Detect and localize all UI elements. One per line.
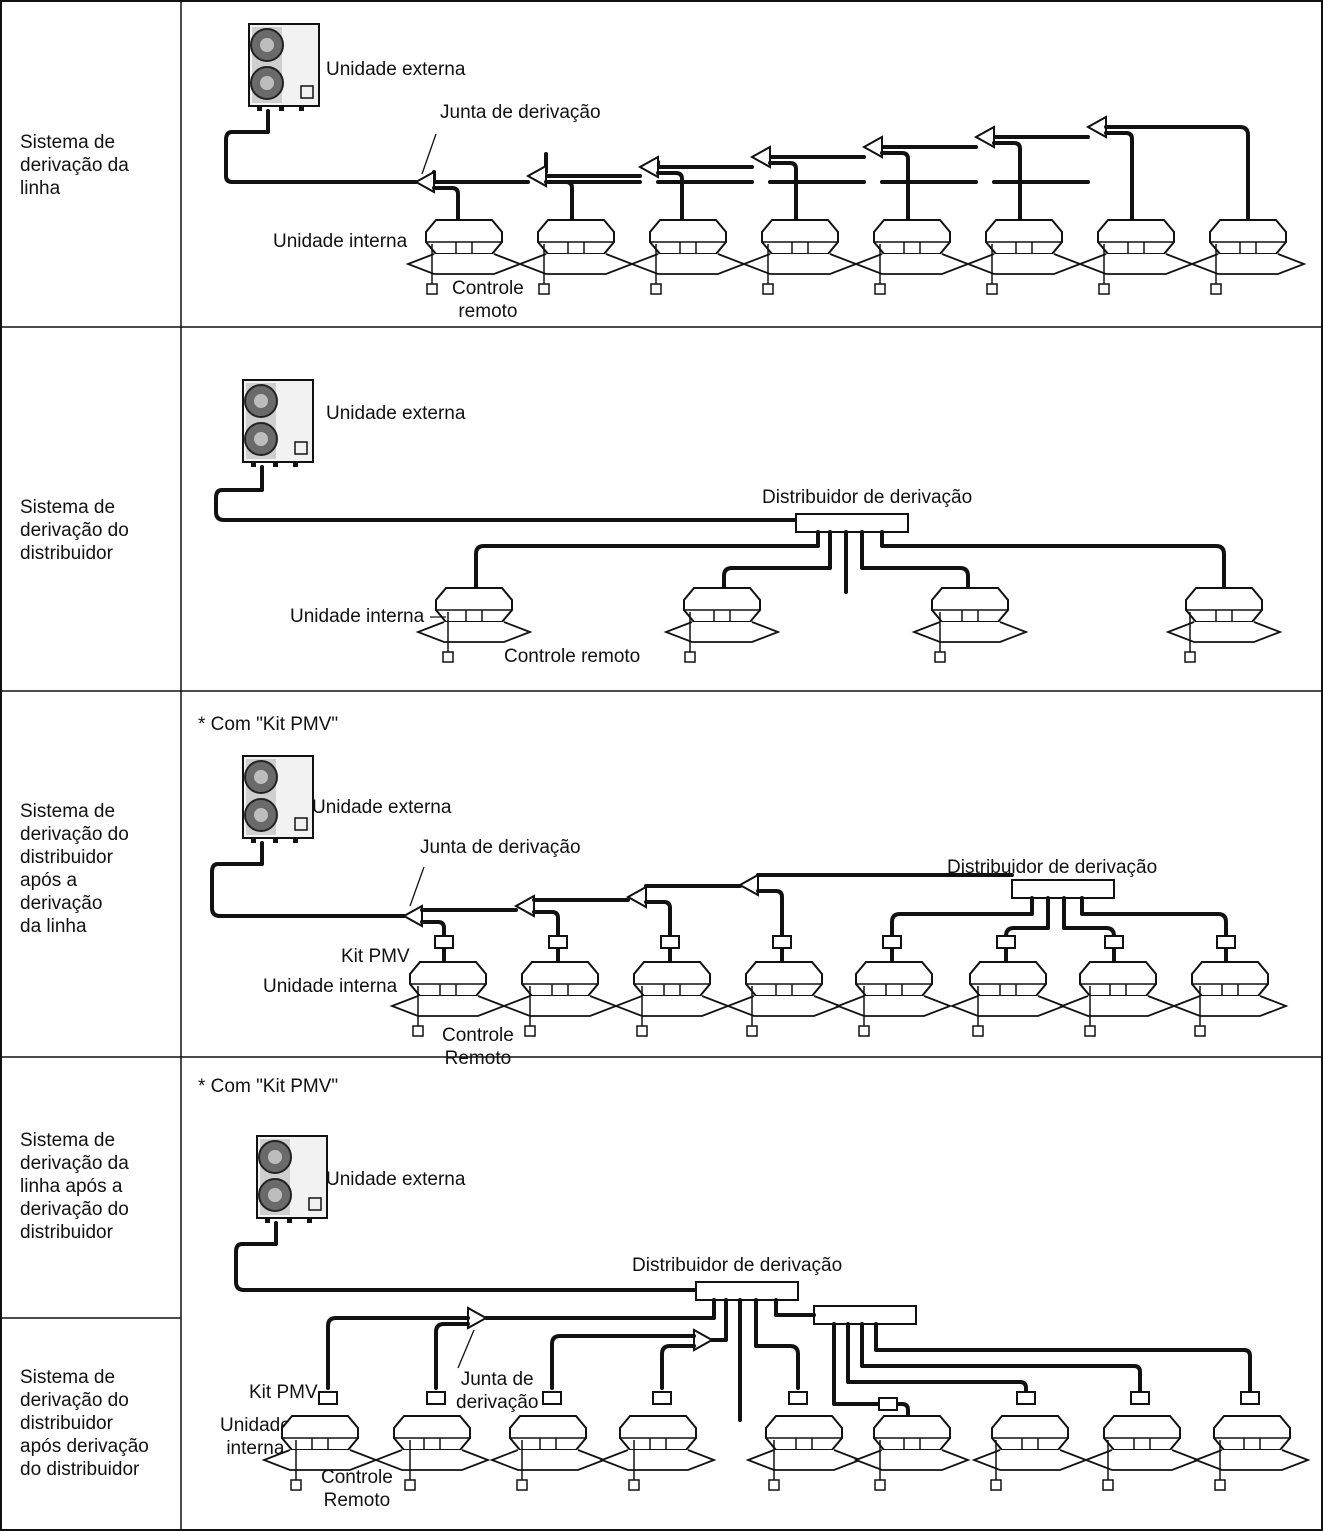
row1-remote-label: Controle remoto xyxy=(452,278,524,322)
row2-remote-label: Controle remoto xyxy=(504,646,641,667)
row1-diagram xyxy=(224,23,1305,295)
row1-branch-joint-label: Junta de derivação xyxy=(440,102,601,123)
row2-branch-header xyxy=(795,513,909,533)
row2-outdoor-unit-label: Unidade externa xyxy=(326,403,466,424)
row4-branch-joint-label: Junta de derivação xyxy=(456,1369,539,1413)
row3-outdoor-unit-label: Unidade externa xyxy=(312,797,452,818)
row4-header-label: Distribuidor de derivação xyxy=(632,1255,843,1276)
row2-header-label: Distribuidor de derivação xyxy=(762,487,973,508)
row1-outdoor-unit-label: Unidade externa xyxy=(326,59,466,80)
row3-diagram xyxy=(210,755,1287,1037)
row3-remote-label: Controle Remoto xyxy=(442,1025,514,1069)
row3-system-label: Sistema de derivação do distribuidor apó… xyxy=(20,801,129,937)
row4-outdoor-unit xyxy=(256,1135,328,1224)
row1-outdoor-unit xyxy=(248,23,320,112)
row2-system-label: Sistema de derivação do distribuidor xyxy=(20,497,129,564)
row2-diagram xyxy=(214,379,1281,663)
row4-system-label: Sistema de derivação da linha após a der… xyxy=(20,1130,129,1243)
row4-pmv-kit-label: Kit PMV xyxy=(249,1382,318,1403)
row4-branch-header-2 xyxy=(813,1305,917,1325)
row4-remote-label: Controle Remoto xyxy=(321,1467,393,1511)
row4-outdoor-unit-label: Unidade externa xyxy=(326,1169,466,1190)
row2-outdoor-unit xyxy=(242,379,314,468)
row4-diagram xyxy=(234,1135,1309,1491)
row3-note: * Com "Kit PMV" xyxy=(198,714,339,735)
row3-branch-joint-label: Junta de derivação xyxy=(420,837,581,858)
row4-note: * Com "Kit PMV" xyxy=(198,1076,339,1097)
row3-header-label: Distribuidor de derivação xyxy=(947,857,1158,878)
row1-system-label: Sistema de derivação da linha xyxy=(20,132,129,199)
row4-branch-header-1 xyxy=(695,1281,799,1301)
row3-pmv-kit-label: Kit PMV xyxy=(341,946,410,967)
row3-outdoor-unit xyxy=(242,755,314,844)
row4-indoor-unit-label: Unidade interna xyxy=(220,1415,291,1459)
row3-branch-header xyxy=(1011,879,1115,899)
row5-system-label: Sistema de derivação do distribuidor apó… xyxy=(20,1367,149,1480)
row2-indoor-unit-label: Unidade interna xyxy=(290,606,425,627)
row1-indoor-unit-label: Unidade interna xyxy=(273,231,408,252)
row3-indoor-unit-label: Unidade interna xyxy=(263,976,398,997)
